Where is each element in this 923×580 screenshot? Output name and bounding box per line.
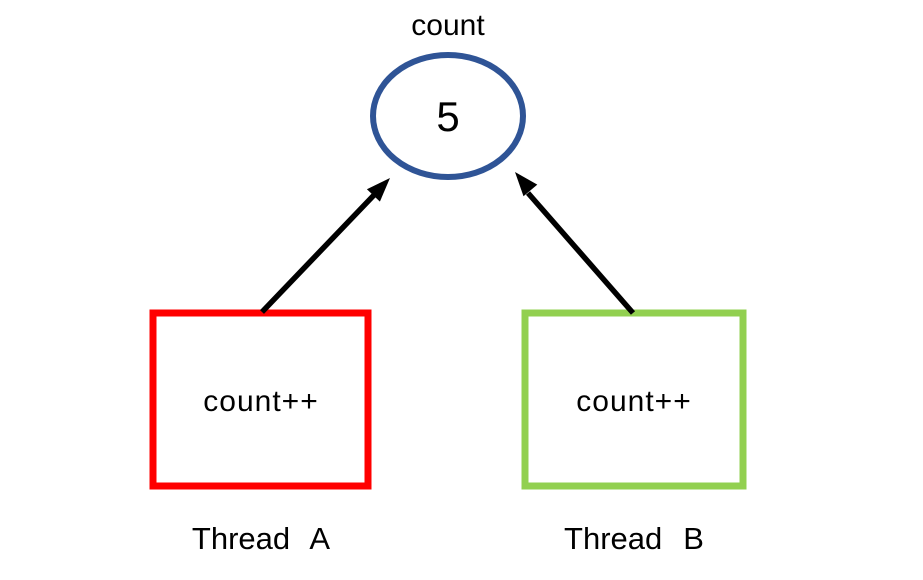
- thread-a-label: Thread A: [191, 521, 331, 556]
- arrow-thread-b-head: [515, 172, 538, 197]
- count-node-ellipse: [370, 52, 526, 180]
- thread-a-operation: count++: [203, 385, 319, 418]
- thread-b-label: Thread B: [564, 521, 704, 556]
- thread-b-box: [521, 309, 747, 490]
- arrow-thread-a-shaft: [260, 192, 377, 314]
- thread-a-box: [149, 309, 372, 490]
- arrow-thread-b-to-count: [515, 172, 636, 315]
- arrow-thread-b-shaft: [525, 191, 636, 315]
- count-node-label: count: [411, 9, 485, 42]
- count-node-value: 5: [436, 93, 460, 140]
- arrow-thread-a-head: [366, 178, 390, 202]
- arrow-thread-a-to-count: [260, 178, 390, 314]
- thread-b-operation: count++: [576, 385, 692, 418]
